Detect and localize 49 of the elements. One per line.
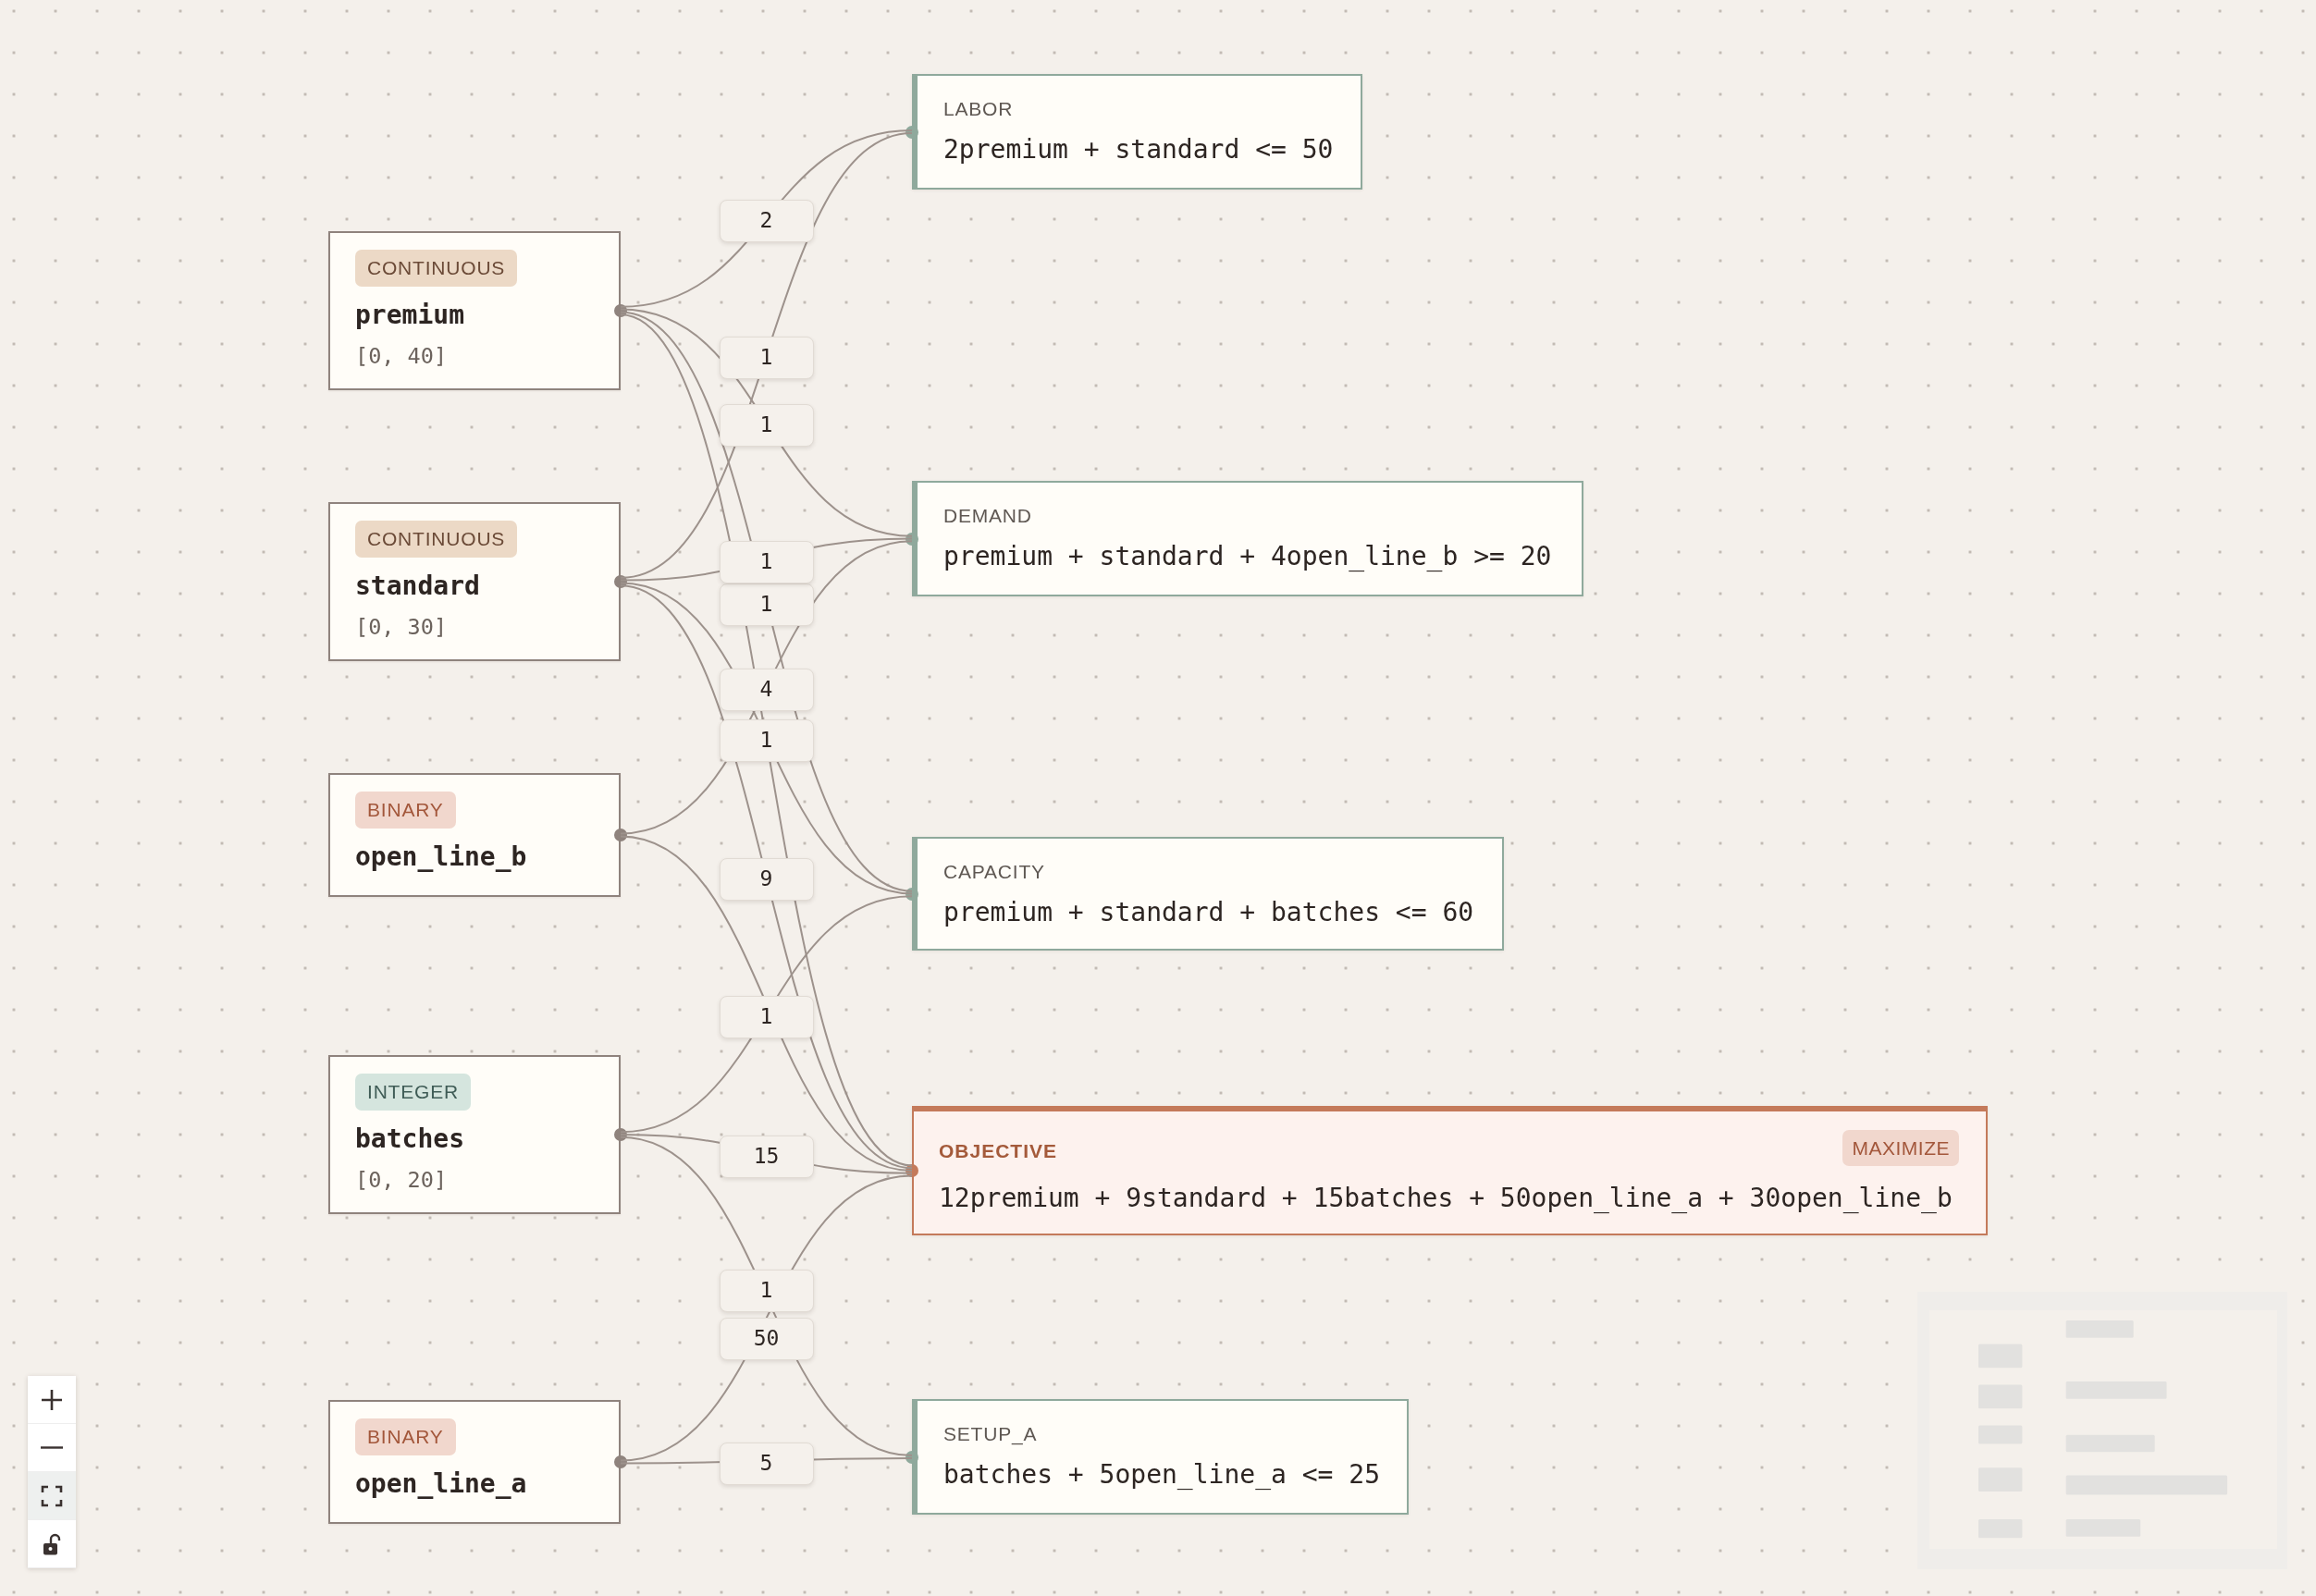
edge-label: 1	[719, 337, 814, 380]
constraint-name: LABOR	[943, 97, 1014, 121]
edge-label: 9	[719, 858, 814, 902]
constraint-card	[912, 481, 1583, 596]
edge-label: 1	[719, 995, 814, 1038]
objective-expression: 12premium + 9standard + 15batches + 50open_line_a + 30open_line_b	[939, 1182, 1953, 1215]
variable-card	[328, 502, 621, 661]
connector-line	[620, 835, 913, 1172]
type-tag: BINARY	[355, 792, 456, 829]
edge-label: 5	[719, 1442, 814, 1485]
edge-label: 15	[719, 1135, 814, 1178]
constraint-name: SETUP_A	[943, 1422, 1038, 1447]
constraint-card	[912, 1399, 1409, 1515]
edge-label: 1	[719, 719, 814, 763]
edge-label: 1	[719, 541, 814, 584]
variable-card	[328, 773, 621, 897]
variable-name: open_line_b	[355, 841, 527, 874]
variable-name: open_line_a	[355, 1467, 527, 1501]
constraint-expression: premium + standard + batches <= 60	[943, 896, 1474, 929]
variable-card	[328, 231, 621, 390]
edge-label: 1	[719, 583, 814, 626]
variable-range: [0, 30]	[355, 613, 448, 642]
constraint-card	[912, 837, 1504, 951]
variable-range: [0, 40]	[355, 342, 448, 371]
constraint-expression: premium + standard + 4open_line_b >= 20	[943, 540, 1552, 573]
constraint-card	[912, 74, 1362, 190]
sense-tag: MAXIMIZE	[1842, 1130, 1959, 1166]
type-tag: CONTINUOUS	[355, 521, 518, 558]
type-tag: INTEGER	[355, 1074, 471, 1111]
variable-name: standard	[355, 570, 480, 603]
objective-card	[912, 1106, 1988, 1235]
edge-label: 50	[719, 1317, 814, 1360]
variable-card	[328, 1055, 621, 1214]
variable-name: premium	[355, 299, 464, 332]
variable-card	[328, 1400, 621, 1524]
edge-label: 2	[719, 200, 814, 243]
variable-range: [0, 20]	[355, 1166, 448, 1195]
edge-label: 1	[719, 404, 814, 448]
type-tag: BINARY	[355, 1418, 456, 1455]
objective-title: OBJECTIVE	[939, 1139, 1058, 1163]
constraint-expression: 2premium + standard <= 50	[943, 133, 1334, 166]
connector-line	[620, 895, 913, 1134]
constraint-name: CAPACITY	[943, 860, 1045, 884]
constraint-name: DEMAND	[943, 504, 1032, 528]
type-tag: CONTINUOUS	[355, 250, 518, 287]
constraint-expression: batches + 5open_line_a <= 25	[943, 1458, 1380, 1492]
edge-label: 1	[719, 1269, 814, 1312]
variable-name: batches	[355, 1123, 464, 1156]
edge-label: 4	[719, 669, 814, 712]
